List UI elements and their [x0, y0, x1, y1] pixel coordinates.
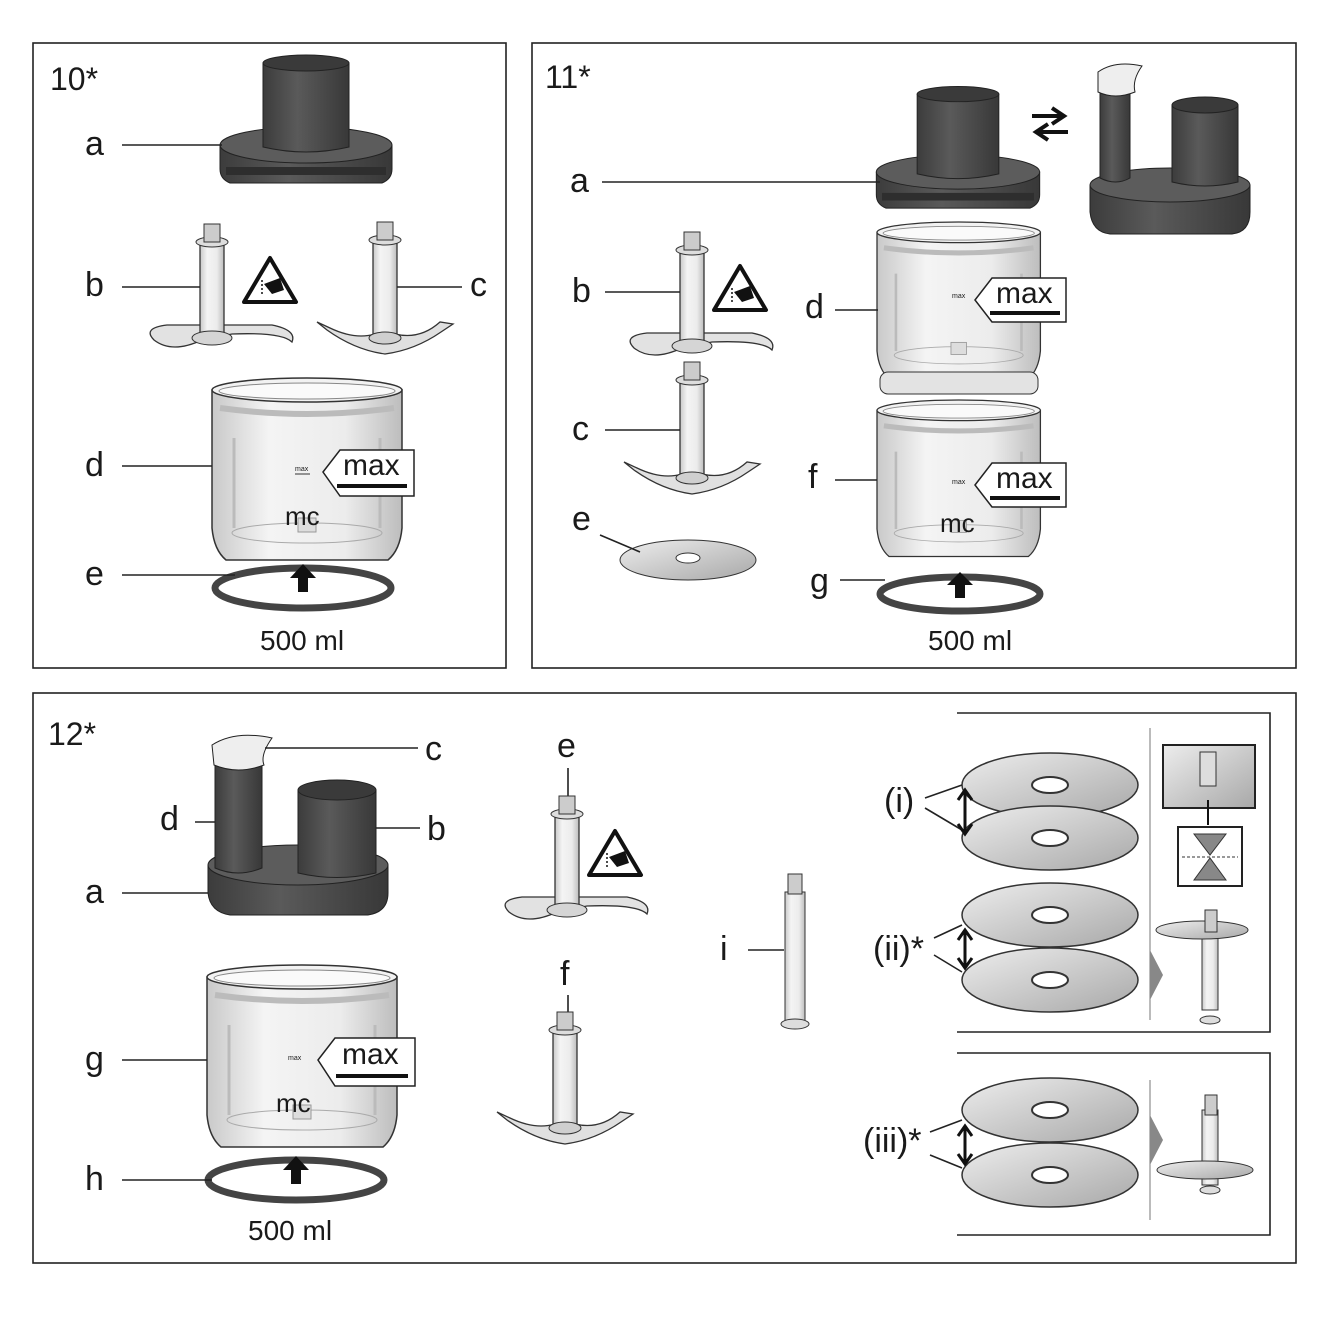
panel-12-title: 12*: [48, 716, 96, 752]
label-e: e: [85, 555, 104, 593]
ice-crusher-blade-part: [316, 221, 454, 355]
label-d: d: [805, 288, 824, 326]
label-g: g: [810, 562, 829, 600]
label-i: i: [720, 930, 728, 968]
lid-part: [219, 54, 393, 184]
arrow-up-icon: [947, 572, 973, 598]
slicing-discs-subpanel: (i) (ii)*: [873, 712, 1271, 1033]
max-big-text: max: [343, 449, 400, 482]
max-callout: max max: [288, 1037, 416, 1087]
label-b: b: [427, 810, 446, 848]
mc-mark: mc: [276, 1088, 311, 1118]
label-d: d: [160, 800, 179, 838]
label-c: c: [470, 266, 487, 304]
disc-label-iii: (iii)*: [863, 1122, 922, 1160]
label-d: d: [85, 446, 104, 484]
label-h: h: [85, 1160, 104, 1198]
max-big-text: max: [996, 462, 1053, 495]
lid-part: [875, 86, 1041, 209]
max-big-text: max: [996, 277, 1053, 310]
chevron-right-icon: [1150, 1115, 1163, 1165]
label-e: e: [572, 500, 591, 538]
max-big-text: max: [342, 1038, 399, 1071]
label-c: c: [572, 410, 589, 448]
label-a: a: [85, 873, 104, 911]
assembled-disc-on-spindle: [1155, 909, 1249, 1025]
label-a: a: [570, 162, 589, 200]
disc-label-i: (i): [884, 782, 914, 820]
arrow-up-icon: [283, 1156, 309, 1184]
label-a: a: [85, 125, 104, 163]
volume-label: 500 ml: [248, 1215, 332, 1246]
label-b: b: [85, 266, 104, 304]
label-b: b: [572, 272, 591, 310]
panel-11-title: 11*: [545, 59, 591, 95]
flip-arrow-icon: [956, 927, 974, 971]
volume-label: 500 ml: [928, 625, 1012, 656]
ice-crusher-blade-part: [496, 1011, 634, 1145]
ice-crusher-blade-part: [623, 361, 761, 495]
slicing-disc-thin: [961, 805, 1139, 871]
label-f: f: [808, 458, 818, 496]
panel-11: 11* a b d max max c: [531, 42, 1297, 669]
julienne-disc-top: [961, 1077, 1139, 1143]
flip-arrow-icon: [956, 787, 974, 837]
panel-12-frame: [32, 692, 1297, 1264]
mc-mark: mc: [285, 501, 320, 531]
disc-label-ii: (ii)*: [873, 930, 924, 968]
spindle-alignment-detail: [1162, 744, 1256, 887]
swap-arrows-icon: [1032, 106, 1068, 142]
chevron-right-icon: [1150, 950, 1163, 1000]
warning-sharp-blade-icon: [242, 256, 298, 304]
warning-sharp-blade-icon: [712, 264, 768, 312]
arrow-up-icon: [290, 564, 316, 592]
lid-with-feeder-part: [207, 734, 389, 916]
panel-10-title: 10*: [50, 61, 98, 97]
label-e: e: [557, 727, 576, 765]
label-c: c: [425, 730, 442, 768]
emulsifying-disc-part: [619, 539, 757, 581]
warning-sharp-blade-icon: [587, 829, 643, 877]
assembled-disc-on-spindle: [1156, 1094, 1254, 1195]
label-g: g: [85, 1040, 104, 1078]
max-callout: max max: [952, 462, 1067, 508]
julienne-discs-subpanel: (iii)*: [863, 1052, 1271, 1236]
panel-10: 10* a b c d max max mc e 500 ml: [32, 42, 507, 669]
panel-10-frame: [32, 42, 507, 669]
label-f: f: [560, 955, 570, 993]
max-callout: max max: [295, 449, 415, 497]
max-small-mark: max: [952, 293, 966, 300]
max-small-mark: max: [295, 466, 309, 473]
panel-11-frame: [531, 42, 1297, 669]
grating-disc-fine: [961, 947, 1139, 1013]
mc-mark: mc: [940, 508, 975, 538]
panel-12: 12* c d b a g max max mc h 500 m: [32, 692, 1297, 1264]
disc-spindle-part: [780, 873, 810, 1030]
max-callout: max max: [952, 277, 1067, 323]
volume-label: 500 ml: [260, 625, 344, 656]
lid-with-feeder-part: [1089, 63, 1251, 235]
flip-arrow-icon: [956, 1123, 974, 1167]
max-small-mark: max: [952, 479, 966, 486]
max-small-mark: max: [288, 1055, 302, 1062]
grating-disc-coarse: [961, 882, 1139, 948]
julienne-disc-bottom: [961, 1142, 1139, 1208]
